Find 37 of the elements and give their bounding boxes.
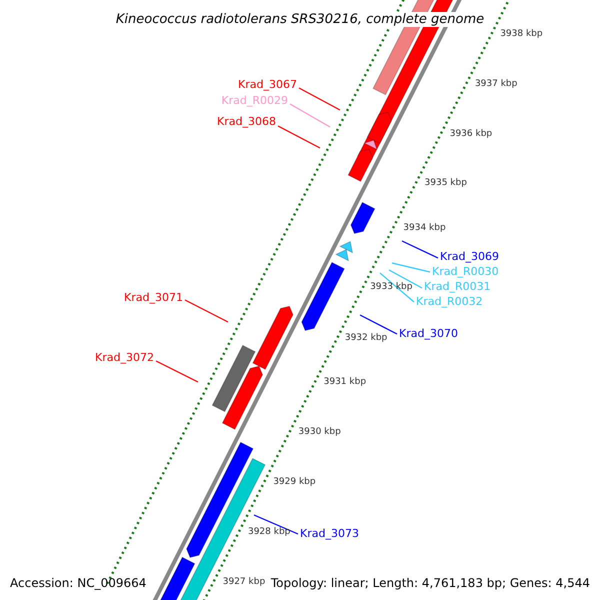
- position-label: 3930 kbp: [298, 426, 341, 438]
- position-label: 3932 kbp: [344, 332, 388, 344]
- leader-line: [298, 87, 340, 111]
- position-label: 3935 kbp: [424, 177, 467, 190]
- gene-label: Krad_3072: [95, 352, 154, 364]
- leader-line: [388, 269, 422, 289]
- gene-label: Krad_R0032: [416, 296, 483, 308]
- position-label: 3933 kbp: [370, 280, 412, 293]
- position-label: 3931 kbp: [324, 376, 366, 388]
- position-label: 3936 kbp: [450, 128, 492, 140]
- accession-label: Accession: NC_009664: [10, 576, 146, 590]
- leader-line: [290, 103, 330, 128]
- gene-label: Krad_3073: [300, 528, 359, 540]
- gene-label: Krad_3067: [238, 79, 297, 91]
- position-label: 3934 kbp: [403, 222, 446, 234]
- gene-label: Krad_R0030: [432, 266, 499, 278]
- leader-line: [156, 360, 198, 383]
- gene-label: Krad_R0029: [221, 95, 288, 107]
- position-label: 3928 kbp: [248, 526, 290, 538]
- position-label: 3929 kbp: [273, 476, 316, 488]
- position-label: 3937 kbp: [474, 78, 518, 90]
- position-label: 3927 kbp: [222, 576, 266, 588]
- gene-label: Krad_3068: [217, 116, 276, 128]
- leader-line: [380, 272, 414, 302]
- gene-label: Krad_3071: [124, 292, 183, 304]
- leader-line: [254, 514, 298, 535]
- leader-line: [360, 314, 398, 335]
- gene-label: Krad_R0031: [424, 281, 491, 293]
- gene-label: Krad_3069: [440, 251, 499, 263]
- position-label: 3938 kbp: [500, 28, 543, 40]
- leader-line: [392, 262, 430, 273]
- leader-line: [402, 240, 438, 259]
- genome-info-label: Topology: linear; Length: 4,761,183 bp; Genes: 4,544: [270, 576, 590, 590]
- leader-line: [278, 125, 320, 149]
- leader-line: [184, 299, 228, 323]
- title: Kineococcus radiotolerans SRS30216, complete genome: [114, 12, 486, 27]
- gene-label: Krad_3070: [399, 328, 458, 340]
